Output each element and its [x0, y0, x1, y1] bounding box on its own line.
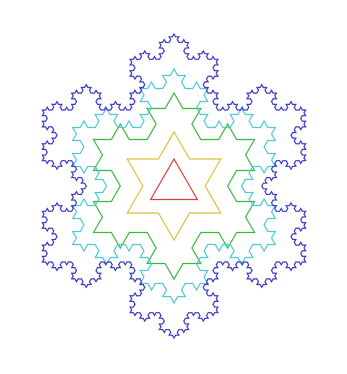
- koch-snowflake-diagram: [0, 0, 347, 374]
- diagram-background: [0, 0, 347, 374]
